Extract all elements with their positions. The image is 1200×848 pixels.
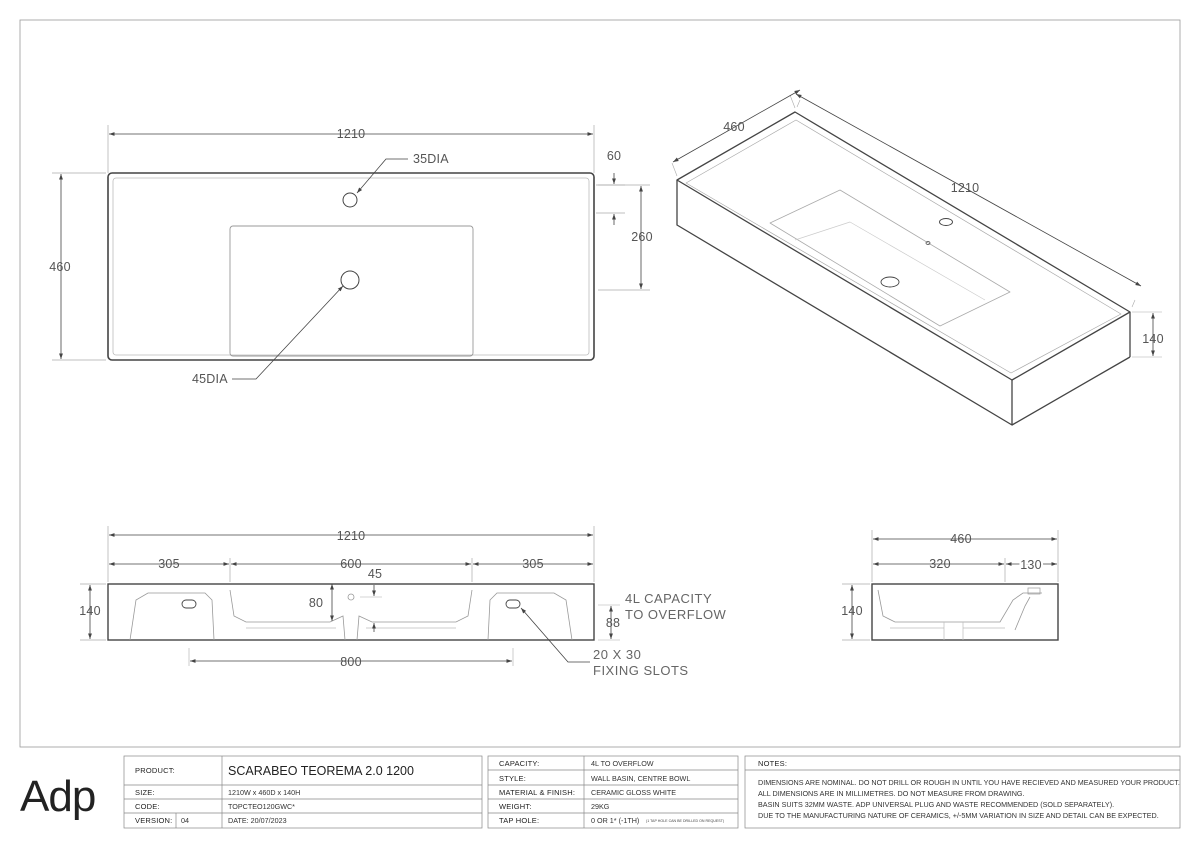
drawing-frame bbox=[19, 19, 1181, 748]
style-value: WALL BASIN, CENTRE BOWL bbox=[591, 774, 690, 783]
slots-note-line2: FIXING SLOTS bbox=[593, 663, 689, 678]
slots-note-line1: 20 X 30 bbox=[593, 647, 641, 662]
plan-bowl bbox=[229, 225, 474, 357]
plan-width-label: 1210 bbox=[337, 127, 366, 141]
front-middle-label: 600 bbox=[340, 557, 361, 571]
front-bowl-depth-label: 80 bbox=[309, 596, 323, 610]
side-view bbox=[842, 530, 1059, 641]
capacity-value: 4L TO OVERFLOW bbox=[591, 759, 654, 768]
fixing-slot-left bbox=[181, 599, 197, 609]
plan-depth-label: 460 bbox=[49, 260, 70, 274]
weight-value: 29KG bbox=[591, 802, 610, 811]
product-value: SCARABEO TEOREMA 2.0 1200 bbox=[228, 764, 414, 778]
plan-inner-rim bbox=[112, 177, 590, 356]
side-depth-label: 460 bbox=[950, 532, 971, 546]
material-value: CERAMIC GLOSS WHITE bbox=[591, 788, 676, 797]
capacity-label: CAPACITY: bbox=[499, 759, 539, 768]
capacity-note-line2: TO OVERFLOW bbox=[625, 607, 727, 622]
waste-hole bbox=[340, 270, 360, 290]
plan-view bbox=[52, 125, 650, 380]
front-view bbox=[80, 526, 620, 666]
iso-view bbox=[671, 89, 1162, 426]
code-value: TOPCTEO120GWC* bbox=[228, 802, 295, 811]
taphole-note: (1 TAP HOLE CAN BE DRILLED ON REQUEST) bbox=[646, 819, 724, 823]
style-label: STYLE: bbox=[499, 774, 526, 783]
capacity-note-line1: 4L CAPACITY bbox=[625, 591, 712, 606]
product-label: PRODUCT: bbox=[135, 766, 175, 775]
date-value: DATE: 20/07/2023 bbox=[228, 816, 287, 825]
fixing-slot-right bbox=[505, 599, 521, 609]
iso-height-label: 140 bbox=[1142, 332, 1163, 346]
tap-offset-label: 60 bbox=[607, 149, 621, 163]
front-width-label: 1210 bbox=[337, 529, 366, 543]
bowl-depth-label: 260 bbox=[631, 230, 652, 244]
iso-top-face bbox=[676, 111, 1131, 381]
front-waste-offset-label: 45 bbox=[368, 567, 382, 581]
note-line: DUE TO THE MANUFACTURING NATURE OF CERAM… bbox=[758, 811, 1159, 820]
title-block-notes bbox=[744, 755, 1181, 829]
waste-hole-label: 45DIA bbox=[192, 372, 228, 386]
iso-tap-hole bbox=[939, 218, 953, 226]
iso-waste bbox=[880, 276, 900, 288]
side-outline bbox=[871, 583, 1059, 641]
tap-hole bbox=[342, 192, 358, 208]
size-value: 1210W x 460D x 140H bbox=[228, 788, 300, 797]
iso-width-label: 1210 bbox=[951, 181, 980, 195]
iso-bowl bbox=[769, 189, 1011, 327]
iso-inner-rim bbox=[685, 119, 1122, 374]
front-left-label: 305 bbox=[158, 557, 179, 571]
front-right-label: 305 bbox=[522, 557, 543, 571]
title-block-specs bbox=[487, 755, 739, 829]
note-line: BASIN SUITS 32MM WASTE. ADP UNIVERSAL PL… bbox=[758, 800, 1114, 809]
taphole-value: 0 OR 1* (-1TH) bbox=[591, 816, 639, 825]
side-height-label: 140 bbox=[841, 604, 862, 618]
adp-logo: Adp bbox=[20, 772, 95, 821]
size-label: SIZE: bbox=[135, 788, 155, 797]
version-value: 04 bbox=[181, 816, 189, 825]
front-overflow-height-label: 88 bbox=[606, 616, 620, 630]
front-outline bbox=[107, 583, 595, 641]
taphole-label: TAP HOLE: bbox=[499, 816, 539, 825]
side-back-label: 130 bbox=[1020, 558, 1041, 572]
note-line: ALL DIMENSIONS ARE IN MILLIMETRES. DO NO… bbox=[758, 789, 1025, 798]
notes-label: NOTES: bbox=[758, 759, 787, 768]
front-height-label: 140 bbox=[79, 604, 100, 618]
material-label: MATERIAL & FINISH: bbox=[499, 788, 575, 797]
note-line: DIMENSIONS ARE NOMINAL. DO NOT DRILL OR … bbox=[758, 778, 1180, 787]
slot-spacing-label: 800 bbox=[340, 655, 361, 669]
weight-label: WEIGHT: bbox=[499, 802, 532, 811]
version-label: VERSION: bbox=[135, 816, 172, 825]
code-label: CODE: bbox=[135, 802, 160, 811]
iso-depth-label: 460 bbox=[723, 120, 744, 134]
tap-hole-label: 35DIA bbox=[413, 152, 449, 166]
plan-outline bbox=[107, 172, 595, 361]
side-front-label: 320 bbox=[929, 557, 950, 571]
front-overflow bbox=[347, 593, 355, 601]
title-block-product bbox=[123, 755, 483, 829]
